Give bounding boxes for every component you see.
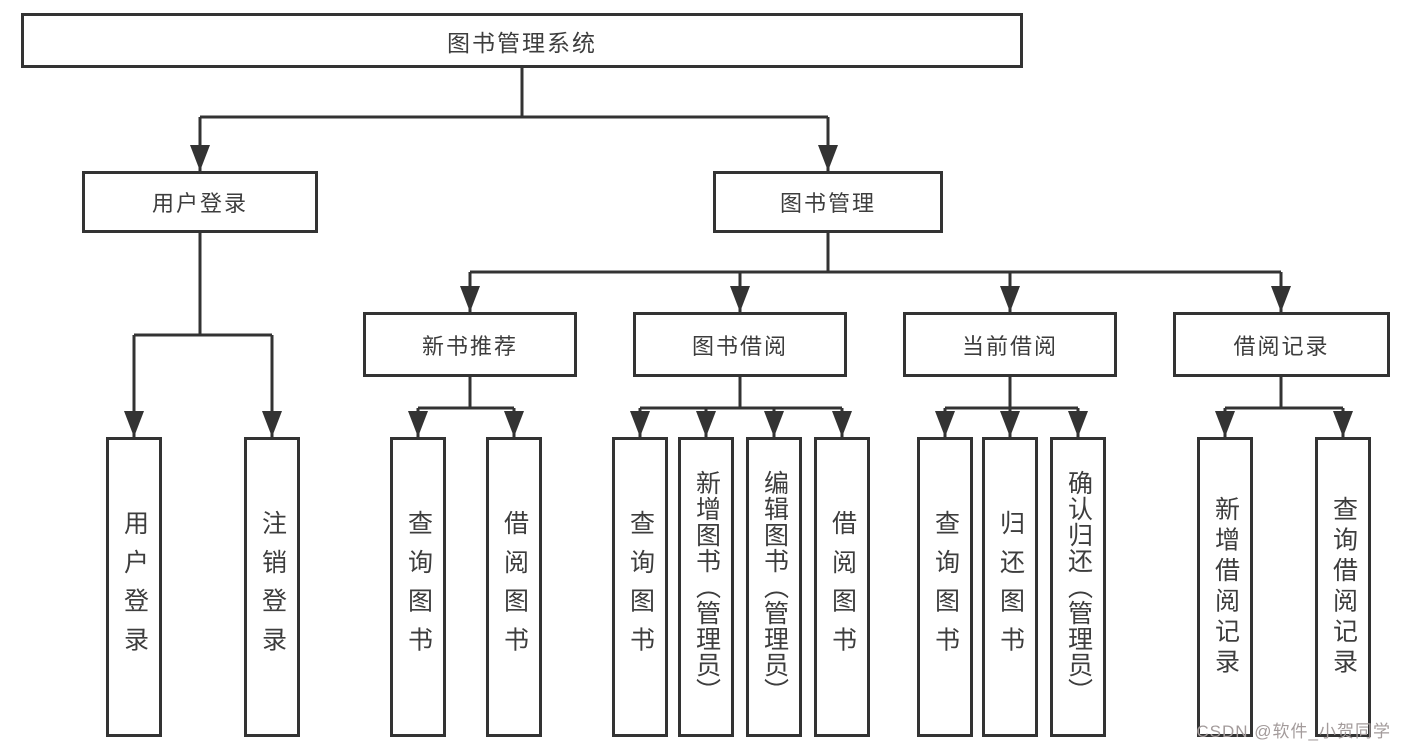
leaf-add-borrow-record: 新增借阅记录: [1197, 437, 1253, 737]
watermark: CSDN @软件_小贺同学: [1196, 722, 1391, 741]
leaf-edit-book-admin: 编辑图书（管理员）: [746, 437, 802, 737]
leaf-query-books-current-label: 查询图书: [931, 509, 960, 665]
leaf-add-book-admin: 新增图书（管理员）: [678, 437, 734, 737]
leaf-user-login-label: 用户登录: [120, 509, 149, 665]
leaf-query-books-borrow: 查询图书: [612, 437, 668, 737]
node-new-book-recommend-label: 新书推荐: [421, 333, 518, 359]
node-user-login-label: 用户登录: [151, 191, 248, 216]
node-book-management-label: 图书管理: [779, 191, 876, 216]
leaf-edit-book-admin-label: 编辑图书（管理员）: [760, 470, 789, 704]
leaf-query-borrow-record-label: 查询借阅记录: [1329, 495, 1358, 679]
node-root-label: 图书管理系统: [447, 29, 597, 56]
leaf-return-book-label: 归还图书: [996, 509, 1025, 665]
leaf-logout: 注销登录: [244, 437, 300, 737]
leaf-query-books-recommend-label: 查询图书: [404, 509, 433, 665]
leaf-borrow-books: 借阅图书: [814, 437, 870, 737]
node-current-borrow-label: 当前借阅: [961, 333, 1058, 359]
node-book-borrow: 图书借阅: [633, 312, 847, 377]
leaf-query-borrow-record: 查询借阅记录: [1315, 437, 1371, 737]
node-new-book-recommend: 新书推荐: [363, 312, 577, 377]
node-root: 图书管理系统: [21, 13, 1023, 68]
leaf-borrow-books-recommend: 借阅图书: [486, 437, 542, 737]
leaf-user-login: 用户登录: [106, 437, 162, 737]
leaf-confirm-return-admin-label: 确认归还（管理员）: [1064, 470, 1093, 704]
leaf-return-book: 归还图书: [982, 437, 1038, 737]
node-borrow-record-label: 借阅记录: [1233, 333, 1330, 359]
leaf-borrow-books-recommend-label: 借阅图书: [500, 509, 529, 665]
leaf-logout-label: 注销登录: [258, 509, 287, 665]
node-book-management: 图书管理: [713, 171, 943, 233]
leaf-add-book-admin-label: 新增图书（管理员）: [692, 470, 721, 704]
node-book-borrow-label: 图书借阅: [691, 333, 788, 359]
node-borrow-record: 借阅记录: [1173, 312, 1390, 377]
leaf-confirm-return-admin: 确认归还（管理员）: [1050, 437, 1106, 737]
leaf-query-books-current: 查询图书: [917, 437, 973, 737]
leaf-borrow-books-label: 借阅图书: [828, 509, 857, 665]
leaf-query-books-recommend: 查询图书: [390, 437, 446, 737]
node-user-login: 用户登录: [82, 171, 318, 233]
leaf-query-books-borrow-label: 查询图书: [626, 509, 655, 665]
leaf-add-borrow-record-label: 新增借阅记录: [1211, 495, 1240, 679]
node-current-borrow: 当前借阅: [903, 312, 1117, 377]
